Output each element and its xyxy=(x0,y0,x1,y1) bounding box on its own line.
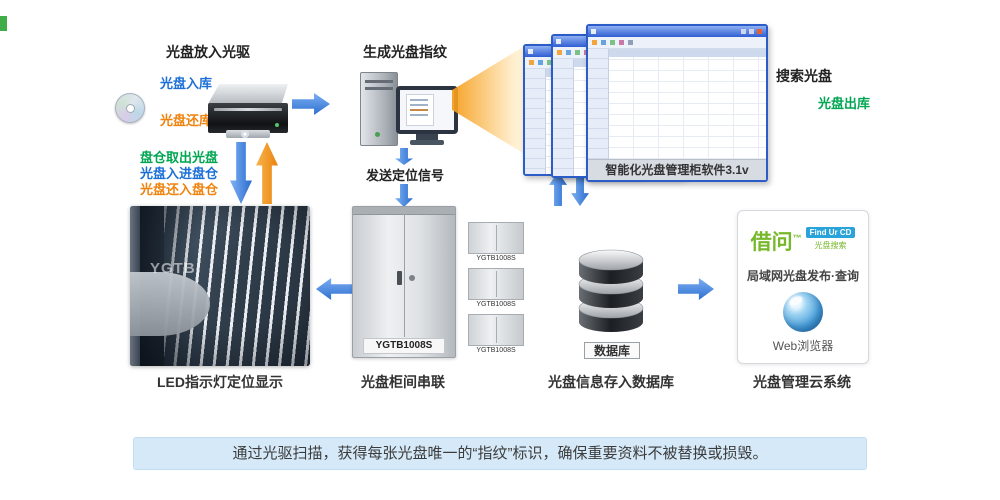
cloud-caption: 光盘管理云系统 xyxy=(753,374,851,390)
computer-monitor xyxy=(396,86,458,134)
cabinet-handle xyxy=(397,271,402,285)
window-sidebar xyxy=(588,49,609,180)
send-signal-label: 发送定位信号 xyxy=(365,168,444,183)
optical-drive-image xyxy=(208,84,288,138)
magazine-label-block: 盘仓取出光盘 光盘入进盘仓 光盘还入盘仓 xyxy=(140,150,218,198)
window-sidebar xyxy=(525,69,546,174)
arrow-computer-down xyxy=(395,148,413,165)
mini-cabinet-label: YGTB1008S xyxy=(476,255,516,262)
window-sidebar xyxy=(553,59,574,176)
corner-accent xyxy=(0,16,7,31)
window-toolbar xyxy=(588,37,766,49)
software-name-caption: 智能化光盘管理柜软件3.1v xyxy=(588,159,766,180)
led-indicator-photo: YGTB xyxy=(130,206,310,366)
search-disc-title: 搜索光盘 xyxy=(776,68,832,84)
disc-checkin-label: 光盘入库 xyxy=(160,76,213,91)
database-caption: 光盘信息存入数据库 xyxy=(548,374,674,390)
cabinet-door-divider xyxy=(404,214,405,337)
web-browser-label: Web浏览器 xyxy=(772,339,834,353)
magazine-return-label: 光盘还入盘仓 xyxy=(140,182,219,197)
arrow-cabinet-to-led xyxy=(316,277,352,301)
fingerprint-section-title: 生成光盘指纹 xyxy=(363,44,447,60)
brand-subtitle: 光盘搜索 xyxy=(814,241,847,250)
cd-disc-icon xyxy=(115,93,145,123)
led-caption: LED指示灯定位显示 xyxy=(157,374,283,390)
drive-section-title: 光盘放入光驱 xyxy=(166,44,250,60)
computer-tower xyxy=(360,72,398,146)
cloud-description: 局域网光盘发布·查询 xyxy=(747,269,859,283)
database-icon xyxy=(578,249,644,332)
database-label: 数据库 xyxy=(584,342,640,359)
drive-front-face xyxy=(208,103,288,133)
mini-cabinet-label: YGTB1008S xyxy=(476,347,516,354)
disc-checkout-label: 光盘出库 xyxy=(818,96,871,111)
find-ur-cd-badge: Find Ur CD xyxy=(805,227,856,238)
robotic-arm xyxy=(130,272,210,336)
disc-return-label: 光盘还库 xyxy=(160,113,213,128)
cloud-system-card: 借问™ Find Ur CD 光盘搜索 局域网光盘发布·查询 Web浏览器 xyxy=(737,210,869,364)
magazine-in-label: 光盘入进盘仓 xyxy=(140,166,219,181)
photo-watermark: YGTB xyxy=(150,260,196,277)
globe-icon xyxy=(783,292,823,332)
computer-screen xyxy=(400,90,454,130)
drive-top-face xyxy=(208,84,288,104)
fingerprint-computer-image xyxy=(360,72,470,150)
mini-cabinet-image xyxy=(468,268,524,300)
mini-cabinet-image xyxy=(468,222,524,254)
mini-cabinet: YGTB1008S xyxy=(468,222,524,262)
arrow-disc-into-magazine xyxy=(230,142,252,204)
mini-cabinet-image xyxy=(468,314,524,346)
drive-tray-slot xyxy=(214,108,282,111)
mini-cabinet: YGTB1008S xyxy=(468,268,524,308)
cabinet-lock xyxy=(409,275,415,281)
brand-badge-column: Find Ur CD 光盘搜索 xyxy=(805,227,856,251)
cloud-logo: 借问™ Find Ur CD 光盘搜索 xyxy=(738,227,868,254)
magazine-take-label: 盘仓取出光盘 xyxy=(140,150,219,165)
monitor-stand xyxy=(416,134,438,140)
window-titlebar xyxy=(588,26,766,37)
arrow-disc-out-of-magazine xyxy=(256,142,278,204)
arrow-database-to-cloud xyxy=(678,277,714,301)
window-table xyxy=(609,49,766,180)
window-body xyxy=(588,49,766,180)
globe-wrap xyxy=(738,292,868,332)
disc-cabinet-image: YGTB1008S xyxy=(352,206,456,358)
monitor-base xyxy=(410,140,444,145)
arrow-drive-to-computer xyxy=(292,92,330,116)
brand-logo-text: 借问™ xyxy=(750,231,802,254)
arrow-signal-to-cabinet xyxy=(395,184,413,207)
drive-open-tray xyxy=(226,130,270,138)
drive-led-light xyxy=(275,123,279,127)
mini-cabinet-label: YGTB1008S xyxy=(476,301,516,308)
cabinet-caption: 光盘柜间串联 xyxy=(361,374,445,390)
summary-banner: 通过光驱扫描，获得每张光盘唯一的“指纹”标识，确保重要资料不被替换或损毁。 xyxy=(133,437,867,470)
cabinet-model-label: YGTB1008S xyxy=(363,338,445,354)
mini-cabinet: YGTB1008S xyxy=(468,314,524,354)
software-window-front: 智能化光盘管理柜软件3.1v xyxy=(586,24,768,182)
